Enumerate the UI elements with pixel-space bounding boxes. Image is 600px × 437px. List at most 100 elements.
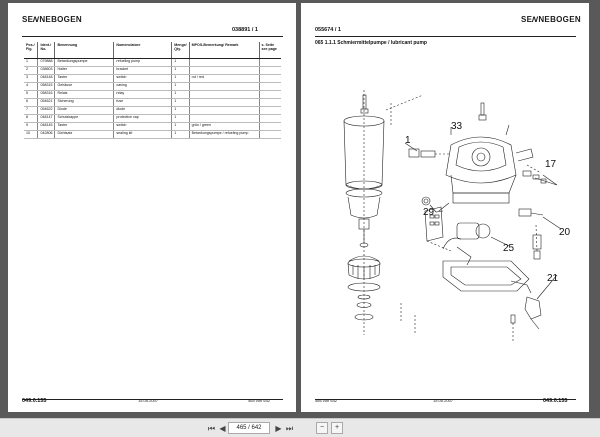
cell-benennung: Halter (54, 66, 114, 75)
cell-nomenclature: casing (113, 82, 172, 91)
cell-benennung: Relais (54, 90, 114, 99)
cell-see-page (258, 90, 281, 99)
base-plate-part (442, 260, 532, 294)
footer-page-number: 465 von 642 (248, 398, 271, 403)
document-viewer: SENNEBOGEN 038891 / 1 Pos./ Fig. Ident./… (8, 3, 589, 412)
cell-benennung: Dichtsatz (54, 130, 114, 139)
callout-label: 33 (451, 121, 463, 132)
switch-part (408, 148, 449, 213)
zoom-in-icon[interactable]: + (331, 422, 343, 434)
footer-rule (22, 399, 283, 400)
cell-remark (188, 58, 259, 67)
cell-remark (188, 106, 259, 115)
cell-ident: 058315 (37, 82, 55, 91)
cell-qty: 1 (171, 82, 190, 91)
header-number: 055674 / 1 (315, 27, 341, 33)
cell-nomenclature: relay (113, 90, 172, 99)
col-header-remark: MPOS-Bemerkung/ Remark (188, 42, 259, 59)
cell-see-page (258, 122, 281, 131)
footer-page-number: 466 von 642 (315, 398, 338, 403)
cell-ident: 042806 (37, 130, 55, 139)
cell-nomenclature: refueling pump (113, 58, 172, 67)
motor-part (442, 222, 491, 266)
cell-see-page (258, 98, 281, 107)
relay-box-part (424, 206, 452, 252)
callout-label: 25 (503, 243, 515, 254)
cell-benennung: Sicherung (54, 98, 114, 107)
cell-nomenclature: switch (113, 74, 172, 83)
cell-ident: 048145 (37, 122, 55, 131)
cell-remark: Betankungspumpe / refueling pump (188, 130, 259, 139)
cell-remark (188, 90, 259, 99)
hose-part (518, 208, 544, 260)
cell-qty: 1 (171, 90, 190, 99)
col-header-qty: Menge/ Qty. (171, 42, 190, 59)
col-header-benennung: Benennung (54, 42, 114, 59)
cell-pos: 4 (24, 82, 38, 91)
col-header-ident: Ident./ No. (37, 42, 55, 59)
cell-ident: 054622 (37, 106, 55, 115)
cell-nomenclature: protective cap (113, 114, 172, 123)
cell-benennung: Taster (54, 122, 114, 131)
footer-date: 15.05.2007 (433, 398, 454, 403)
cell-nomenclature: bracket (113, 66, 172, 75)
cell-nomenclature: sealing kit (113, 130, 172, 139)
cell-see-page (258, 66, 281, 75)
footer-date: 15.05.2007 (138, 398, 159, 403)
cell-see-page (258, 74, 281, 83)
cell-ident: 058316 (37, 90, 55, 99)
cell-qty: 1 (171, 114, 190, 123)
cell-nomenclature: switch (113, 122, 172, 131)
header-rule (315, 36, 576, 37)
callout-label: 20 (559, 227, 571, 238)
parts-table: Pos./ Fig. Ident./ No. Benennung Nomencl… (24, 42, 281, 139)
cell-ident: 054621 (37, 98, 55, 107)
header-number: 038891 / 1 (232, 27, 258, 33)
zoom-out-icon[interactable]: − (316, 422, 328, 434)
page-466: SENNEBOGEN 055674 / 1 065 1.1.1 Schmierm… (301, 3, 589, 412)
cell-remark: grün / green (188, 122, 259, 131)
callout-label: 29 (423, 207, 435, 218)
footer-rule (315, 399, 576, 400)
callout-label: 21 (547, 273, 559, 284)
cell-see-page (258, 130, 281, 139)
callout-label: 1 (405, 135, 411, 146)
cell-pos: 7 (24, 106, 38, 115)
cell-see-page (258, 106, 281, 115)
cell-remark (188, 66, 259, 75)
cell-remark (188, 82, 259, 91)
connector-part (510, 296, 542, 341)
cell-see-page (258, 82, 281, 91)
cell-pos: 1 (24, 58, 38, 67)
cell-benennung: Schutzkappe (54, 114, 114, 123)
cell-ident: 048148 (37, 74, 55, 83)
cell-qty: 1 (171, 130, 190, 139)
cell-pos: 8 (24, 114, 38, 123)
cell-nomenclature: fuse (113, 98, 172, 107)
first-page-icon[interactable]: ⏮ (207, 424, 216, 433)
page-465: SENNEBOGEN 038891 / 1 Pos./ Fig. Ident./… (8, 3, 296, 412)
prev-page-icon[interactable]: ◀ (219, 424, 226, 433)
cell-see-page (258, 58, 281, 67)
header-rule (22, 36, 283, 37)
page-number-input[interactable]: 465 / 642 (228, 422, 270, 434)
next-page-icon[interactable]: ▶ (275, 424, 282, 433)
brand-logo: SENNEBOGEN (521, 15, 581, 24)
cell-qty: 1 (171, 74, 190, 83)
footer-code: 049.0.155 (543, 398, 568, 404)
cell-benennung: Taster (54, 74, 114, 83)
cell-pos: 9 (24, 122, 38, 131)
last-page-icon[interactable]: ⏭ (285, 424, 294, 433)
col-header-see-page: s. Seite see page (258, 42, 281, 59)
cell-qty: 1 (171, 98, 190, 107)
cell-pos: 2 (24, 66, 38, 75)
